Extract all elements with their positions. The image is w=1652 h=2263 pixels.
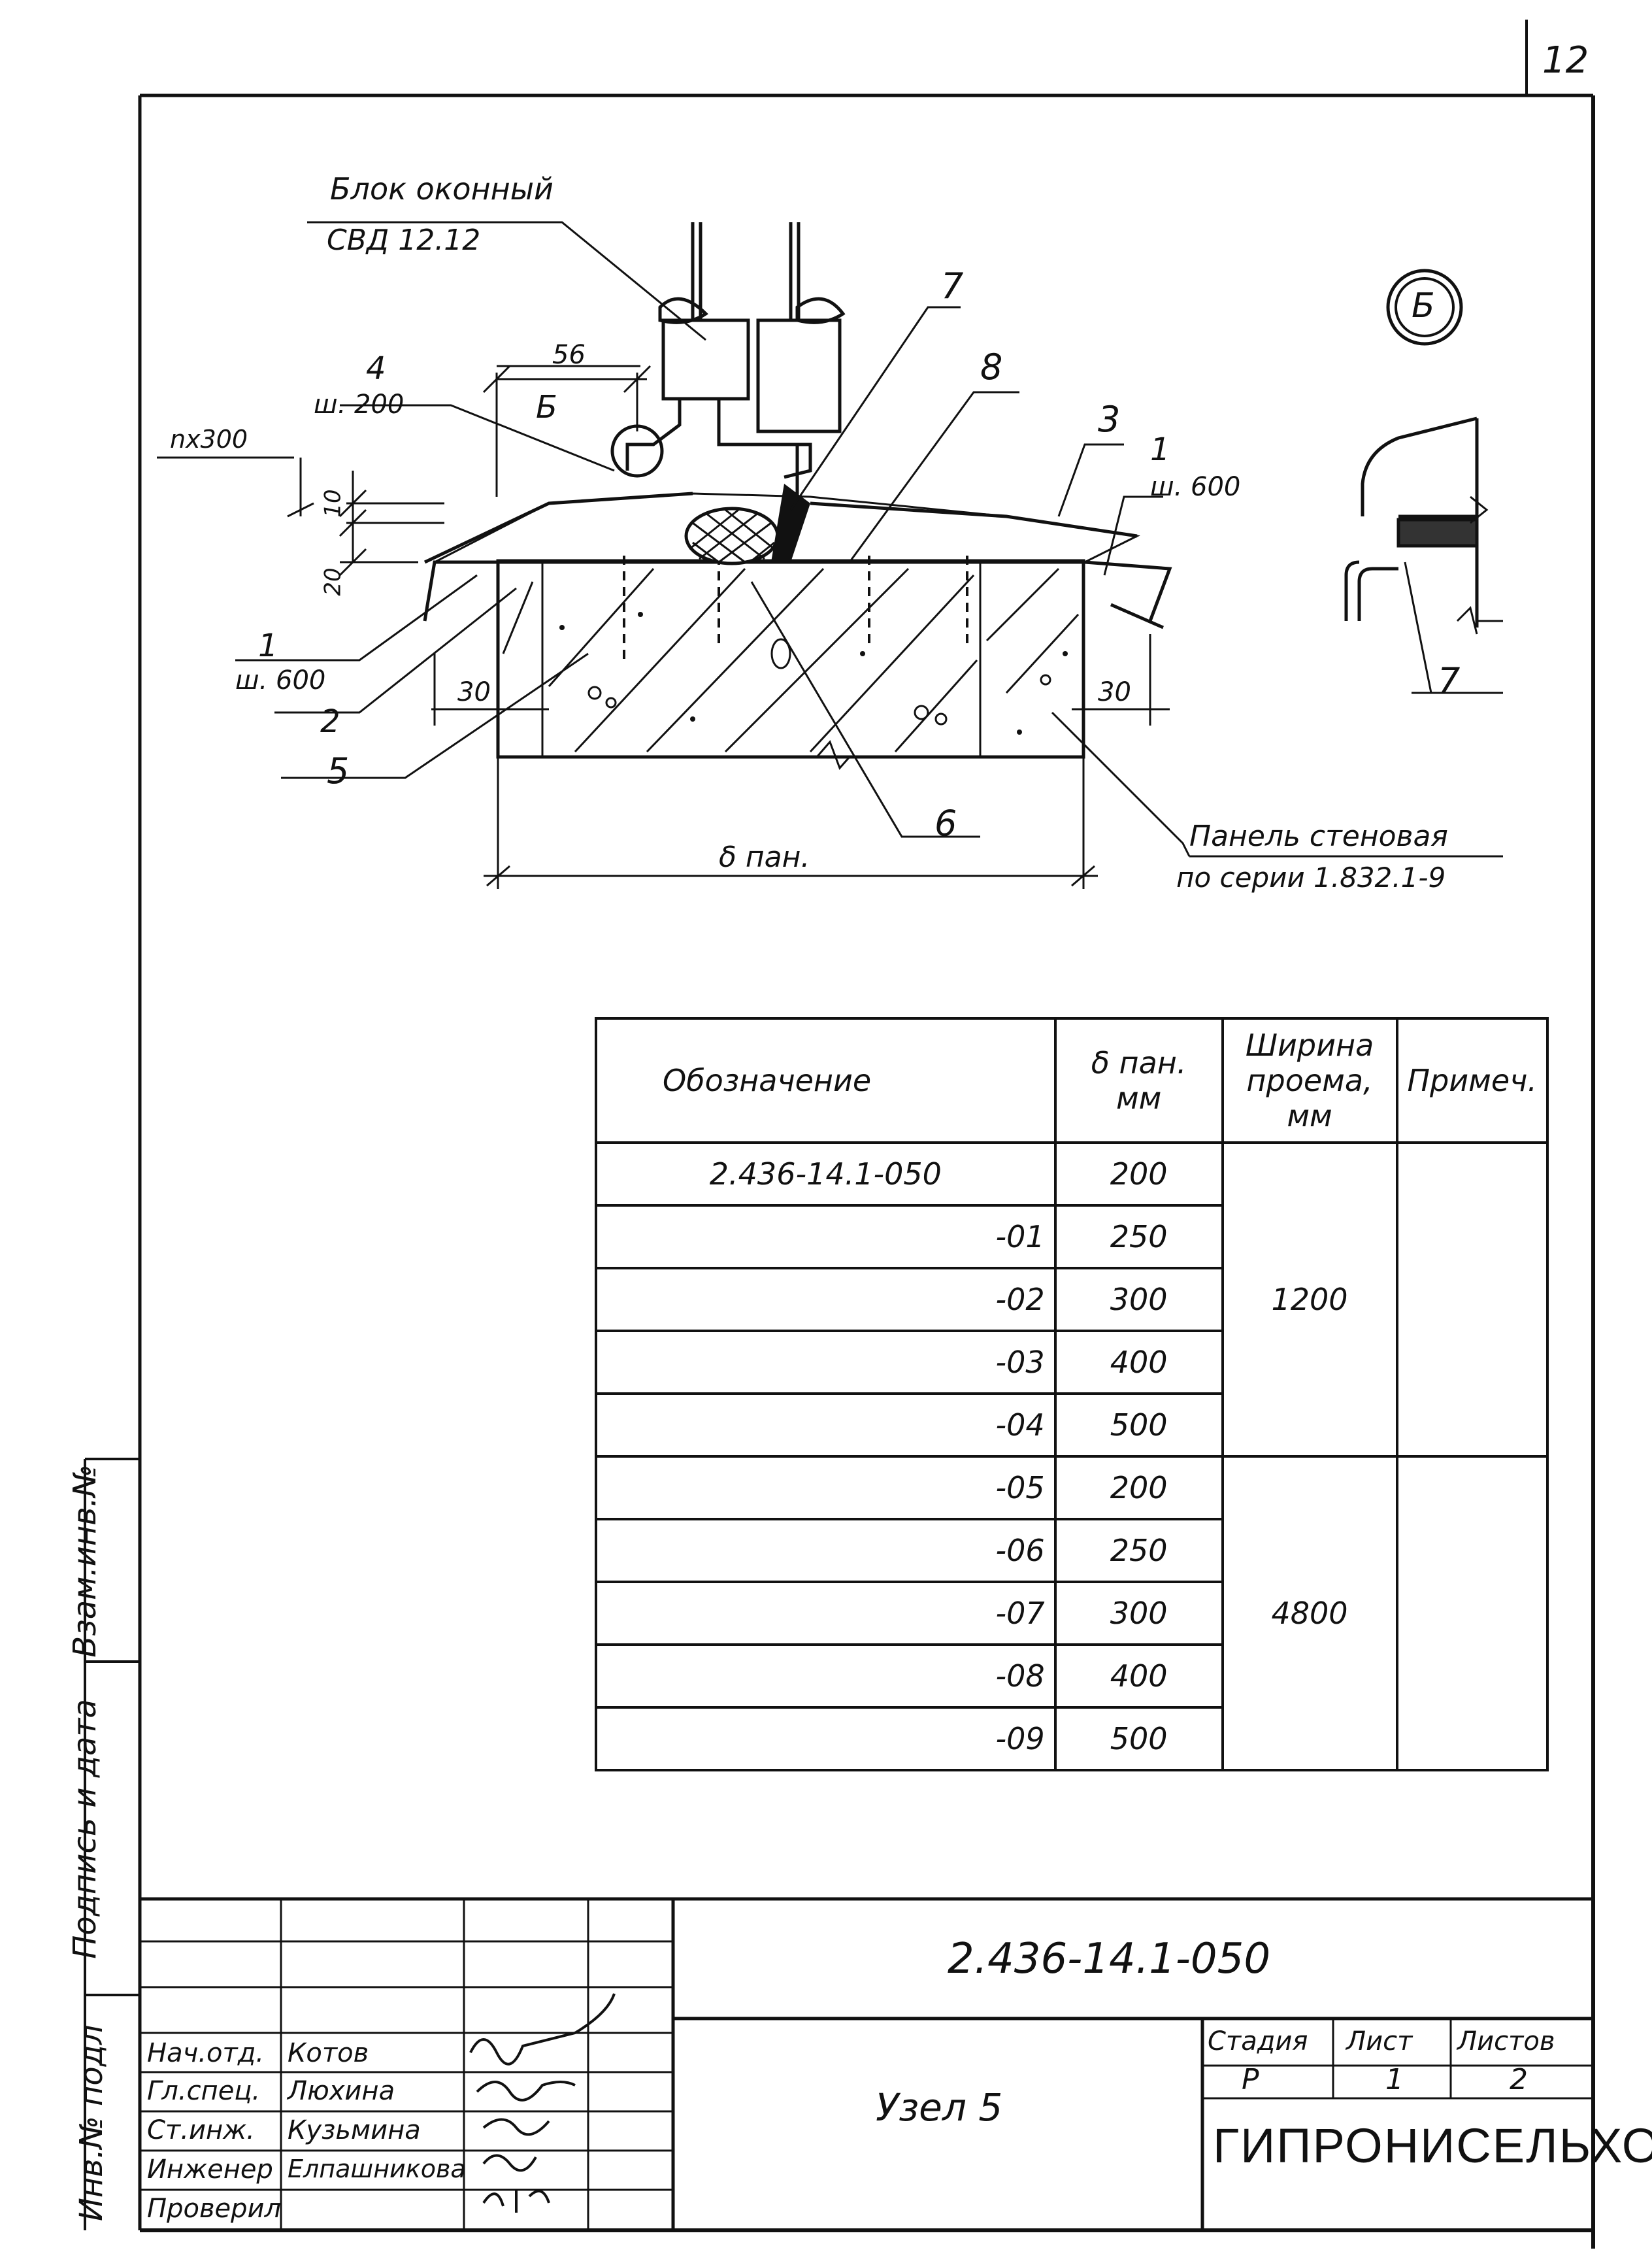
cell-thickness: 200: [1053, 1455, 1224, 1520]
cell-designation: -09: [595, 1706, 1057, 1771]
wall-panel-label-2: по серии 1.832.1-9: [1176, 862, 1446, 894]
col-header-opening: Ширина проема, мм: [1221, 1017, 1398, 1144]
detail-b-title: Б: [1412, 286, 1435, 326]
position-3: 3: [1098, 399, 1121, 440]
cell-designation: -02: [595, 1267, 1057, 1332]
name-2: Люхина: [288, 2076, 395, 2106]
role-1: Нач.отд.: [147, 2038, 265, 2068]
specification-table: Обозначение δ пан. мм Ширина проема, мм …: [595, 1017, 1549, 1771]
position-4-width: ш. 200: [314, 390, 405, 420]
cell-thickness: 500: [1053, 1706, 1224, 1771]
sealant-gasket: [684, 484, 810, 565]
table-row: 2.436-14.1-050 200 1200: [595, 1141, 1549, 1458]
window-frame: [625, 222, 846, 497]
role-2: Гл.спец.: [147, 2076, 261, 2106]
table-row: -08 400: [595, 1643, 1547, 1709]
cell-designation: 2.436-14.1-050: [595, 1141, 1057, 1207]
position-1-left-width: ш. 600: [235, 665, 326, 696]
position-1-right: 1: [1150, 431, 1170, 468]
cell-thickness: 400: [1053, 1330, 1224, 1395]
stage-label: Стадия: [1208, 2026, 1308, 2056]
window-block-label-1: Блок оконный: [330, 171, 553, 207]
col-header-note: Примеч.: [1395, 1017, 1549, 1144]
position-8: 8: [980, 346, 1003, 388]
sheets-value: 2: [1510, 2063, 1528, 2096]
doc-code: 2.436-14.1-050: [948, 1935, 1271, 1983]
dim-30-right: 30: [1098, 677, 1131, 707]
cell-designation: -08: [595, 1643, 1057, 1709]
cell-designation: -04: [595, 1392, 1057, 1458]
cell-designation: -01: [595, 1204, 1057, 1269]
cell-note: [1395, 1141, 1549, 1458]
cell-opening-4800: 4800: [1221, 1455, 1398, 1771]
cell-thickness: 400: [1053, 1643, 1224, 1709]
table-row: -09 500: [595, 1706, 1547, 1771]
dim-10: 10: [320, 489, 346, 518]
table-row: -07 300: [595, 1581, 1547, 1646]
position-1-left: 1: [258, 628, 278, 664]
window-block-label-2: СВД 12.12: [327, 224, 481, 257]
cell-designation: -03: [595, 1330, 1057, 1395]
role-5: Проверил: [147, 2194, 282, 2224]
detail-b-marker-outer: [1386, 269, 1463, 346]
signatures: [469, 1993, 616, 2213]
cell-thickness: 300: [1053, 1581, 1224, 1646]
wall-panel-label-1: Панель стеновая: [1189, 820, 1448, 853]
page-number: 12: [1542, 39, 1589, 82]
table-row: -03 400: [595, 1330, 1547, 1395]
table-row: -05 200 4800: [595, 1455, 1549, 1771]
name-3: Кузьмина: [288, 2115, 421, 2145]
organization-name: ГИПРОНИСЕЛЬХОЗ: [1213, 2119, 1652, 2173]
col-header-designation: Обозначение: [595, 1017, 1057, 1144]
position-6: 6: [934, 803, 957, 844]
side-label-signature-date: Подпись и дата: [67, 1699, 103, 1959]
cell-designation: -07: [595, 1581, 1057, 1646]
callout-b-label: Б: [536, 389, 557, 426]
detail-position-7: 7: [1438, 660, 1461, 701]
sheet-value: 1: [1385, 2063, 1404, 2096]
detail-callout-circle: [610, 424, 664, 478]
mortar-bed: [434, 492, 1140, 563]
table-row: -04 500: [595, 1392, 1547, 1458]
stage-value: Р: [1242, 2063, 1259, 2096]
detail-b-drawing: [1344, 416, 1503, 635]
cell-thickness: 250: [1053, 1518, 1224, 1583]
cell-thickness: 250: [1053, 1204, 1224, 1269]
cell-opening-1200: 1200: [1221, 1141, 1398, 1458]
position-2: 2: [320, 703, 340, 740]
delta-pan-label: δ пан.: [719, 841, 810, 874]
position-5: 5: [327, 750, 350, 792]
cell-thickness: 300: [1053, 1267, 1224, 1332]
col-header-thickness: δ пан. мм: [1053, 1017, 1224, 1144]
sheet-label: Лист: [1346, 2026, 1413, 2056]
name-4: Елпашникова: [288, 2154, 466, 2183]
role-4: Инженер: [147, 2154, 273, 2185]
position-4: 4: [366, 350, 386, 387]
side-label-vzam-inv: Взам.инв.№: [67, 1464, 103, 1658]
name-1: Котов: [288, 2038, 369, 2068]
side-label-inv-no: Инв.№ подл: [73, 2024, 110, 2221]
role-3: Ст.инж.: [147, 2115, 255, 2145]
table-row: -01 250: [595, 1204, 1547, 1269]
table-row: -02 300: [595, 1267, 1547, 1332]
nx300-label: nх300: [170, 425, 248, 454]
dim-30-left: 30: [457, 677, 491, 707]
position-1-right-width: ш. 600: [1150, 472, 1241, 502]
dim-20: 20: [320, 567, 346, 596]
sheets-label: Листов: [1457, 2026, 1555, 2056]
cell-designation: -05: [595, 1455, 1057, 1520]
position-7: 7: [941, 265, 964, 307]
wall-panel-section: [496, 556, 1085, 770]
detail-b-marker-inner: [1395, 277, 1455, 337]
dim-56: 56: [552, 340, 586, 370]
cell-thickness: 200: [1053, 1141, 1224, 1207]
drawing-title: Узел 5: [876, 2085, 1003, 2130]
table-row: -06 250: [595, 1518, 1547, 1583]
cell-note: [1395, 1455, 1549, 1771]
cell-thickness: 500: [1053, 1392, 1224, 1458]
cell-designation: -06: [595, 1518, 1057, 1583]
